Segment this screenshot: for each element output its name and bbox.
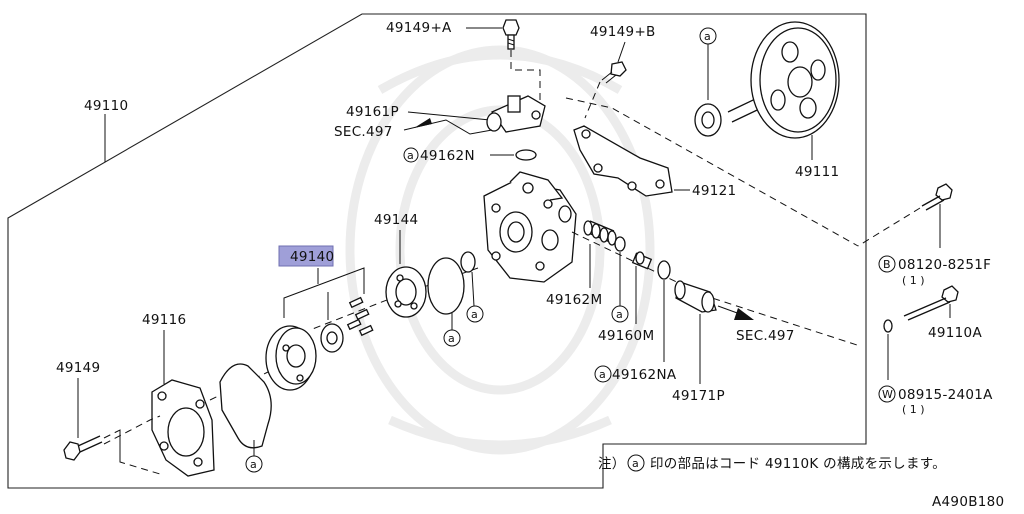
cam-ring-49144 <box>385 266 427 318</box>
svg-text:B: B <box>883 258 891 271</box>
oring-49162m <box>614 236 626 252</box>
bolt-49149-a <box>502 19 520 50</box>
note-marker-a: a <box>627 454 645 472</box>
bolt-49110a <box>903 285 959 321</box>
label-49121[interactable]: 49121 <box>692 183 736 199</box>
connector-49171p <box>674 280 717 313</box>
rotor <box>320 323 344 353</box>
oring-49162na <box>657 260 671 280</box>
shaft-seal <box>694 103 722 137</box>
label-49144[interactable]: 49144 <box>374 212 418 228</box>
highlight-49140 <box>278 245 334 267</box>
dash-49149-b <box>584 81 601 119</box>
arrow-sec497-top <box>414 118 432 128</box>
marker-b: B <box>878 255 896 273</box>
dash-bolt-b <box>857 207 921 247</box>
label-sec497-top[interactable]: SEC.497 <box>334 124 393 140</box>
bolt-49149-b <box>601 61 627 84</box>
label-bolt-b-qty: ( 1 ) <box>902 274 925 287</box>
bolt-08120-8251f <box>921 183 953 211</box>
label-49160m[interactable]: 49160M <box>598 328 654 344</box>
label-49171p[interactable]: 49171P <box>672 388 725 404</box>
svg-text:a: a <box>632 457 639 470</box>
valve-49160m <box>631 251 653 270</box>
label-49149-a[interactable]: 49149+A <box>386 20 452 36</box>
marker-a-oring-large: a <box>443 329 461 347</box>
label-49110a[interactable]: 49110A <box>928 325 982 341</box>
label-49162n[interactable]: 49162N <box>420 148 475 164</box>
bracket-leader-49140 <box>283 267 365 320</box>
svg-text:a: a <box>250 458 257 471</box>
label-49162na[interactable]: 49162NA <box>612 367 677 383</box>
dash-49149 <box>103 415 161 475</box>
svg-text:a: a <box>599 368 606 381</box>
bolt-49149 <box>63 435 103 461</box>
label-49116[interactable]: 49116 <box>142 312 186 328</box>
marker-a-gasket: a <box>245 455 263 473</box>
marker-a-seal: a <box>699 27 717 45</box>
marker-a-oring-49162m: a <box>611 305 629 323</box>
svg-text:a: a <box>407 149 414 162</box>
pressure-plate <box>265 325 317 391</box>
assembly-frame <box>7 13 867 489</box>
marker-a-49162na: a <box>594 365 612 383</box>
note-prefix: 注） <box>598 456 626 472</box>
leader-49161p <box>407 111 491 121</box>
cover-49116 <box>151 379 215 477</box>
svg-text:a: a <box>471 308 478 321</box>
label-bolt-b-number[interactable]: 08120-8251F <box>898 257 991 273</box>
label-49110[interactable]: 49110 <box>84 98 128 114</box>
label-sec497-right[interactable]: SEC.497 <box>736 328 795 344</box>
marker-a-49162n: a <box>403 147 419 163</box>
label-49140[interactable]: 49140 <box>290 249 334 265</box>
bracket-49121 <box>573 125 673 197</box>
svg-text:a: a <box>704 30 711 43</box>
label-49111[interactable]: 49111 <box>795 164 839 180</box>
gasket <box>219 363 272 449</box>
line-sec497-right <box>717 305 741 315</box>
label-49149-b[interactable]: 49149+B <box>590 24 656 40</box>
note-text: 印の部品はコード 49110K の構成を示します。 <box>650 456 946 472</box>
oring-49162n <box>515 149 537 161</box>
svg-text:a: a <box>448 332 455 345</box>
svg-text:a: a <box>616 308 623 321</box>
marker-a-oring-small: a <box>466 305 484 323</box>
dash-49149-a <box>510 50 541 100</box>
arrow-sec497-right <box>734 308 754 320</box>
leader-oring-small <box>471 271 475 307</box>
label-washer-qty: ( 1 ) <box>902 403 925 416</box>
leader-49149-b <box>617 41 626 63</box>
label-49161p[interactable]: 49161P <box>346 104 399 120</box>
pulley-49111 <box>727 21 840 139</box>
label-49149[interactable]: 49149 <box>56 360 100 376</box>
oring-small <box>460 251 476 273</box>
vanes <box>346 296 374 337</box>
svg-text:W: W <box>882 388 893 401</box>
spring-49162m <box>583 220 617 246</box>
washer-08915-2401a <box>883 319 893 333</box>
label-washer-number[interactable]: 08915-2401A <box>898 387 993 403</box>
oring-large <box>427 257 465 315</box>
label-49162m[interactable]: 49162M <box>546 292 602 308</box>
dash-pulley-axis <box>565 97 859 247</box>
diagram-code: A490B180 <box>932 494 1004 510</box>
fitting-49161p <box>486 95 546 133</box>
pump-body <box>483 171 577 283</box>
marker-w: W <box>878 385 896 403</box>
